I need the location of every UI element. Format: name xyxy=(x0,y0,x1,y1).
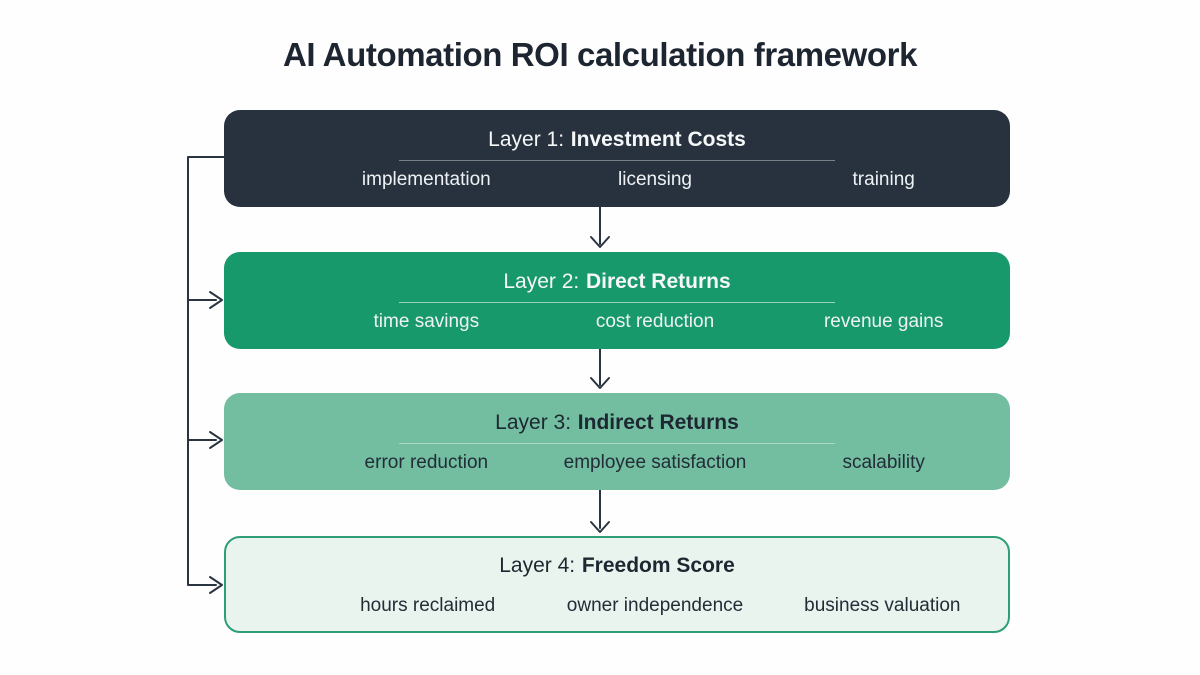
layer-3-divider xyxy=(399,443,835,444)
layer-item: cost reduction xyxy=(595,311,715,332)
bracket-arrow-layer3-head xyxy=(209,431,223,449)
layer-item: hours reclaimed xyxy=(360,595,496,616)
layer-item: business valuation xyxy=(804,595,961,616)
layer-2-title: Layer 2:Direct Returns xyxy=(224,269,1010,295)
layer-3-items: error reduction employee satisfaction sc… xyxy=(224,450,1010,475)
layer-item: scalability xyxy=(842,452,925,473)
layer-1-box: Layer 1:Investment Costs implementation … xyxy=(224,110,1010,207)
layer-item: owner independence xyxy=(566,595,744,616)
layer-1-title: Layer 1:Investment Costs xyxy=(224,127,1010,153)
layer-item: implementation xyxy=(361,169,491,190)
layer-item: revenue gains xyxy=(823,311,944,332)
layer-3-prefix: Layer 3: xyxy=(495,411,572,434)
layer-1-divider xyxy=(399,160,835,161)
layer-4-items: hours reclaimed owner independence busin… xyxy=(226,593,1008,618)
layer-4-prefix: Layer 4: xyxy=(499,554,576,577)
layer-2-box: Layer 2:Direct Returns time savings cost… xyxy=(224,252,1010,349)
layer-4-name: Freedom Score xyxy=(581,554,735,577)
layer-item: employee satisfaction xyxy=(563,452,747,473)
layer-4-box: Layer 4:Freedom Score hours reclaimed ow… xyxy=(224,536,1010,633)
layer-2-prefix: Layer 2: xyxy=(503,270,580,293)
flow-arrow-2-head xyxy=(590,377,610,389)
layer-4-divider xyxy=(399,586,835,587)
bracket-arrow-layer2-head xyxy=(209,291,223,309)
layer-1-prefix: Layer 1: xyxy=(488,128,565,151)
layer-2-divider xyxy=(399,302,835,303)
layer-3-box: Layer 3:Indirect Returns error reduction… xyxy=(224,393,1010,490)
layer-2-name: Direct Returns xyxy=(585,270,731,293)
layer-3-title: Layer 3:Indirect Returns xyxy=(224,410,1010,436)
bracket-line xyxy=(187,156,225,586)
layer-item: training xyxy=(852,169,915,190)
layer-1-name: Investment Costs xyxy=(570,128,746,151)
layer-item: licensing xyxy=(618,169,692,190)
layer-1-items: implementation licensing training xyxy=(224,167,1010,192)
layer-3-name: Indirect Returns xyxy=(577,411,739,434)
layer-item: error reduction xyxy=(364,452,489,473)
flow-arrow-1-head xyxy=(590,236,610,248)
bracket-arrow-layer4-head xyxy=(209,576,223,594)
diagram-title: AI Automation ROI calculation framework xyxy=(282,36,918,73)
flow-arrow-3-head xyxy=(590,521,610,533)
layer-4-title: Layer 4:Freedom Score xyxy=(226,553,1008,579)
layer-item: time savings xyxy=(373,311,480,332)
layer-2-items: time savings cost reduction revenue gain… xyxy=(224,309,1010,334)
